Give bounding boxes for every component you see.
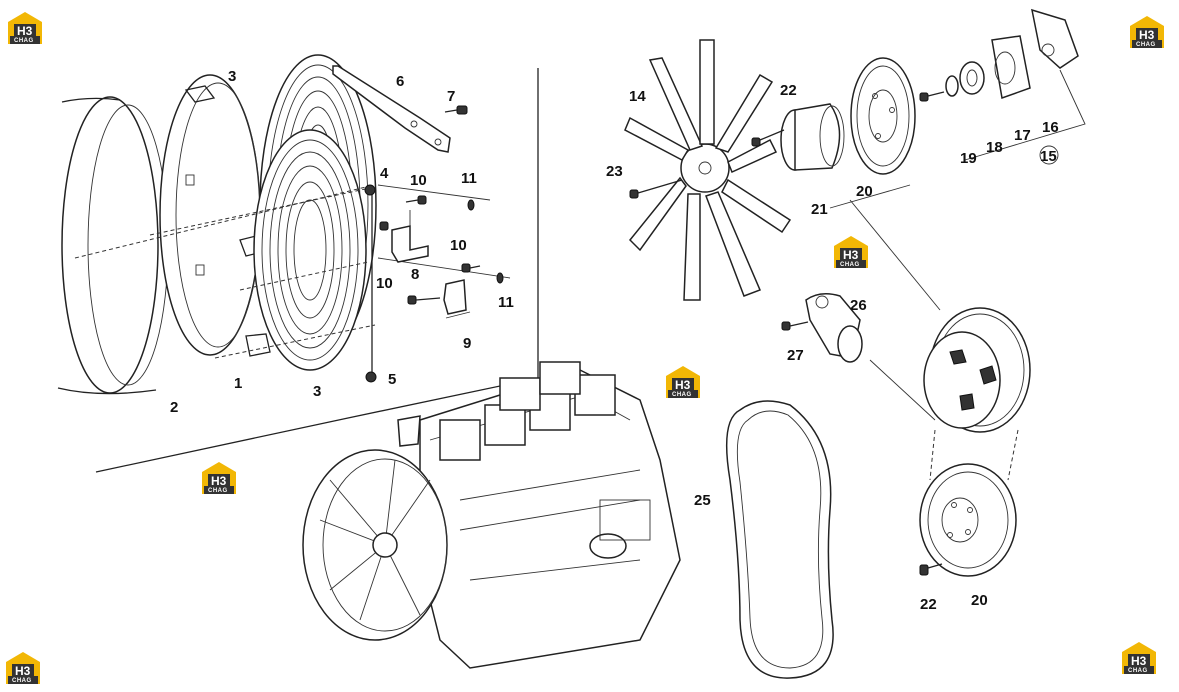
callout-15: 15 xyxy=(1040,148,1057,165)
watermark-sub: CHAG xyxy=(1136,42,1156,48)
washer-11-upper xyxy=(467,199,475,211)
callout-1: 1 xyxy=(234,375,242,392)
fan-shroud xyxy=(159,74,271,357)
callout-9: 9 xyxy=(463,335,471,352)
hub-16 xyxy=(991,35,1031,100)
callout-18: 18 xyxy=(986,139,1003,156)
bolt-22-top xyxy=(751,129,785,147)
callout-22: 22 xyxy=(920,596,937,613)
watermark-sub: CHAG xyxy=(12,678,32,684)
watermark-logo-bottom-right: H3 CHAG xyxy=(1122,642,1156,674)
callout-19: 19 xyxy=(960,150,977,167)
bolt-23 xyxy=(629,179,683,199)
callout-27: 27 xyxy=(787,347,804,364)
watermark-logo-top-left: H3 CHAG xyxy=(8,12,42,44)
watermark-sub: CHAG xyxy=(840,262,860,268)
callout-26: 26 xyxy=(850,297,867,314)
callout-7: 7 xyxy=(447,88,455,105)
callout-labels: 1 2 3 3 4 5 6 7 8 9 10 10 10 11 11 14 15… xyxy=(170,68,1059,613)
watermark-logo-bottom-left: H3 CHAG xyxy=(6,652,40,684)
fan-bracket-15 xyxy=(1031,8,1079,69)
shroud-ring xyxy=(57,96,169,395)
callout-22: 22 xyxy=(780,82,797,99)
bolt-10-upper xyxy=(405,195,427,205)
callout-3: 3 xyxy=(313,383,321,400)
callout-11: 11 xyxy=(498,294,514,311)
bracket-8 xyxy=(391,210,429,263)
bolt-27 xyxy=(781,321,809,331)
callout-20: 20 xyxy=(971,592,988,609)
watermark-sub: CHAG xyxy=(672,392,692,398)
bolt-22-bottom xyxy=(919,563,943,576)
nut-5 xyxy=(365,371,377,383)
assembly-guides xyxy=(74,184,511,378)
watermark-main: H3 xyxy=(843,248,859,262)
watermark-main: H3 xyxy=(1139,28,1155,42)
washer-18 xyxy=(945,75,959,97)
watermark-logo-center: H3 CHAG xyxy=(666,366,700,398)
fan-hub-bolt-19 xyxy=(919,91,945,102)
pulley-leader-lines xyxy=(849,199,1019,481)
callout-3: 3 xyxy=(228,68,236,85)
cooling-fan xyxy=(624,39,792,301)
callout-11: 11 xyxy=(461,170,477,187)
watermark-main: H3 xyxy=(211,474,227,488)
callout-5: 5 xyxy=(388,371,396,388)
crank-pulley-bottom xyxy=(919,463,1017,577)
bolt-10-bottom xyxy=(407,295,441,305)
bracket-6 xyxy=(332,65,451,153)
watermark-logo-right-mid: H3 CHAG xyxy=(834,236,868,268)
callout-6: 6 xyxy=(396,73,404,90)
callout-10: 10 xyxy=(410,172,427,189)
callout-25: 25 xyxy=(694,492,711,509)
bolt-10-lower xyxy=(461,263,481,273)
hub-leader-lines xyxy=(829,69,1086,209)
watermark-main: H3 xyxy=(1131,654,1147,668)
crank-pulley-damper xyxy=(923,307,1031,433)
callout-2: 2 xyxy=(170,399,178,416)
engine-fan-ring xyxy=(302,449,448,641)
belt-tensioner xyxy=(805,293,863,363)
watermark-sub: CHAG xyxy=(208,488,228,494)
watermark-logo-top-right: H3 CHAG xyxy=(1130,16,1164,48)
watermark-sub: CHAG xyxy=(1128,668,1148,674)
watermark-main: H3 xyxy=(17,24,33,38)
callout-20: 20 xyxy=(856,183,873,200)
callout-15-circle xyxy=(1039,145,1059,165)
bracket-9 xyxy=(443,279,471,319)
watermark-main: H3 xyxy=(15,664,31,678)
watermark-main: H3 xyxy=(675,378,691,392)
bearing-17 xyxy=(959,61,985,95)
callout-4: 4 xyxy=(380,165,389,182)
section-divider xyxy=(95,68,539,473)
callout-16: 16 xyxy=(1042,119,1059,136)
callout-17: 17 xyxy=(1014,127,1031,144)
bolt-7 xyxy=(444,105,468,115)
guard-grille-rear xyxy=(253,129,367,371)
callout-10: 10 xyxy=(450,237,467,254)
callout-23: 23 xyxy=(606,163,623,180)
watermark-sub: CHAG xyxy=(14,38,34,44)
bolt-4 xyxy=(364,184,376,196)
callout-10: 10 xyxy=(376,275,393,292)
v-belt xyxy=(725,400,834,679)
callout-21: 21 xyxy=(811,201,828,218)
engine-assembly xyxy=(397,361,681,669)
washer-11-lower xyxy=(496,272,504,284)
callout-14: 14 xyxy=(629,88,646,105)
bolt-10-left xyxy=(379,221,389,231)
fan-pulley-top xyxy=(850,57,916,175)
callout-8: 8 xyxy=(411,266,419,283)
watermark-logo-left-mid: H3 CHAG xyxy=(202,462,236,494)
fan-spacer xyxy=(780,103,845,171)
